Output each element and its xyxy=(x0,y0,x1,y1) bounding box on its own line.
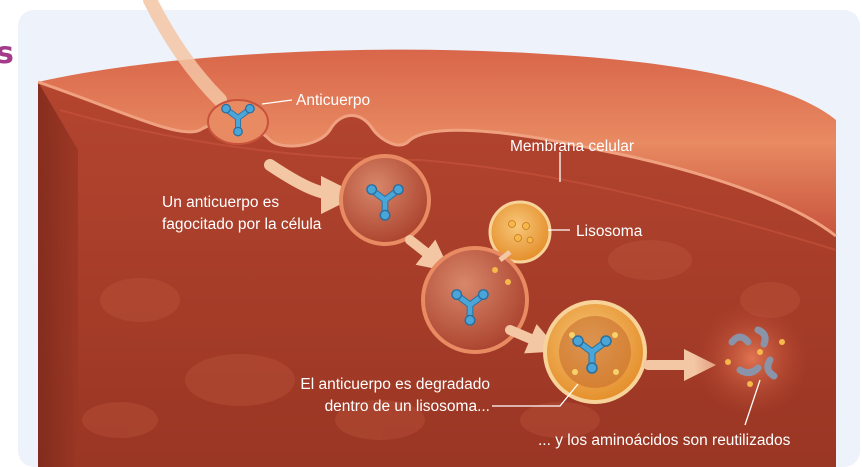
label-engulfed: Un anticuerpo es fagocitado por la célul… xyxy=(162,192,352,236)
label-lysosome: Lisosoma xyxy=(576,221,642,243)
amino-acid-burst xyxy=(694,300,810,416)
label-recycled: ... y los aminoácidos son reutilizados xyxy=(538,430,790,452)
label-engulfed-line2: fagocitado por la célula xyxy=(162,214,352,236)
label-membrane: Membrana celular xyxy=(510,136,634,158)
label-degraded-line1: El anticuerpo es degradado xyxy=(290,374,490,396)
label-engulfed-line1: Un anticuerpo es xyxy=(162,192,352,214)
label-degraded: El anticuerpo es degradado dentro de un … xyxy=(290,374,490,418)
label-degraded-line2: dentro de un lisosoma... xyxy=(290,396,490,418)
label-antibody: Anticuerpo xyxy=(296,90,370,112)
partial-title: s xyxy=(0,36,14,71)
